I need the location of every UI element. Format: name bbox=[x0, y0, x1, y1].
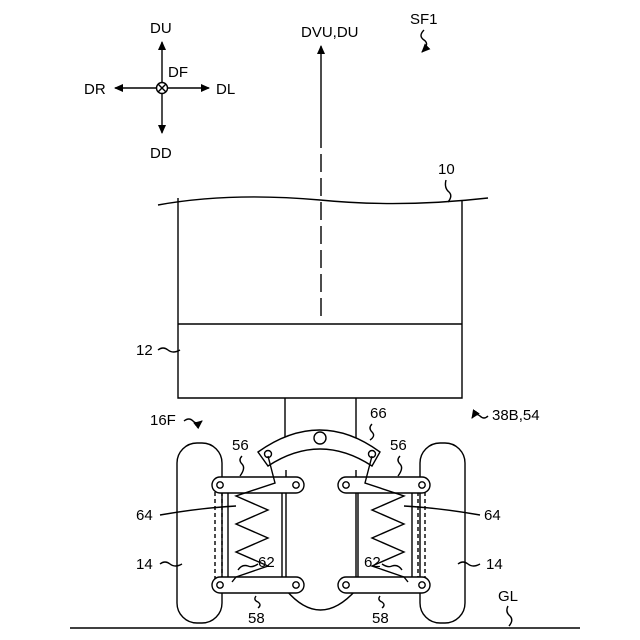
label-66: 66 bbox=[370, 405, 387, 422]
lower-link-right bbox=[338, 577, 430, 593]
rocker-pivot bbox=[314, 432, 326, 444]
lower-link-left bbox=[212, 577, 304, 593]
label-64-right: 64 bbox=[484, 507, 501, 524]
label-58-right: 58 bbox=[372, 610, 389, 627]
label-62-right: 62 bbox=[364, 554, 381, 571]
label-14-left: 14 bbox=[136, 556, 153, 573]
dir-into-label: DF bbox=[168, 64, 188, 81]
vehicle-body bbox=[178, 198, 462, 398]
label-GL: GL bbox=[498, 588, 518, 605]
left-suspension bbox=[212, 456, 304, 593]
label-38B54: 38B,54 bbox=[492, 407, 540, 424]
label-12: 12 bbox=[136, 342, 153, 359]
direction-indicator: DU DD DR DL DF bbox=[84, 20, 235, 162]
dir-up-label: DU bbox=[150, 20, 172, 37]
dir-right-label: DL bbox=[216, 81, 235, 98]
label-14-right: 14 bbox=[486, 556, 503, 573]
body-break-line bbox=[158, 197, 488, 205]
label-56-left: 56 bbox=[232, 437, 249, 454]
wheel-left bbox=[177, 443, 222, 623]
vertical-axis-label: DVU,DU bbox=[301, 24, 359, 41]
upper-link-right bbox=[338, 477, 430, 493]
wheel-right bbox=[420, 443, 465, 623]
figure-label-squiggle bbox=[421, 30, 427, 52]
label-16F: 16F bbox=[150, 412, 176, 429]
label-56-right: 56 bbox=[390, 437, 407, 454]
label-58-left: 58 bbox=[248, 610, 265, 627]
right-suspension bbox=[338, 456, 430, 593]
label-62-left: 62 bbox=[258, 554, 275, 571]
figure-label: SF1 bbox=[410, 11, 438, 28]
dir-down-label: DD bbox=[150, 145, 172, 162]
label-10: 10 bbox=[438, 161, 455, 178]
dir-left-label: DR bbox=[84, 81, 106, 98]
upper-link-left bbox=[212, 477, 304, 493]
label-64-left: 64 bbox=[136, 507, 153, 524]
